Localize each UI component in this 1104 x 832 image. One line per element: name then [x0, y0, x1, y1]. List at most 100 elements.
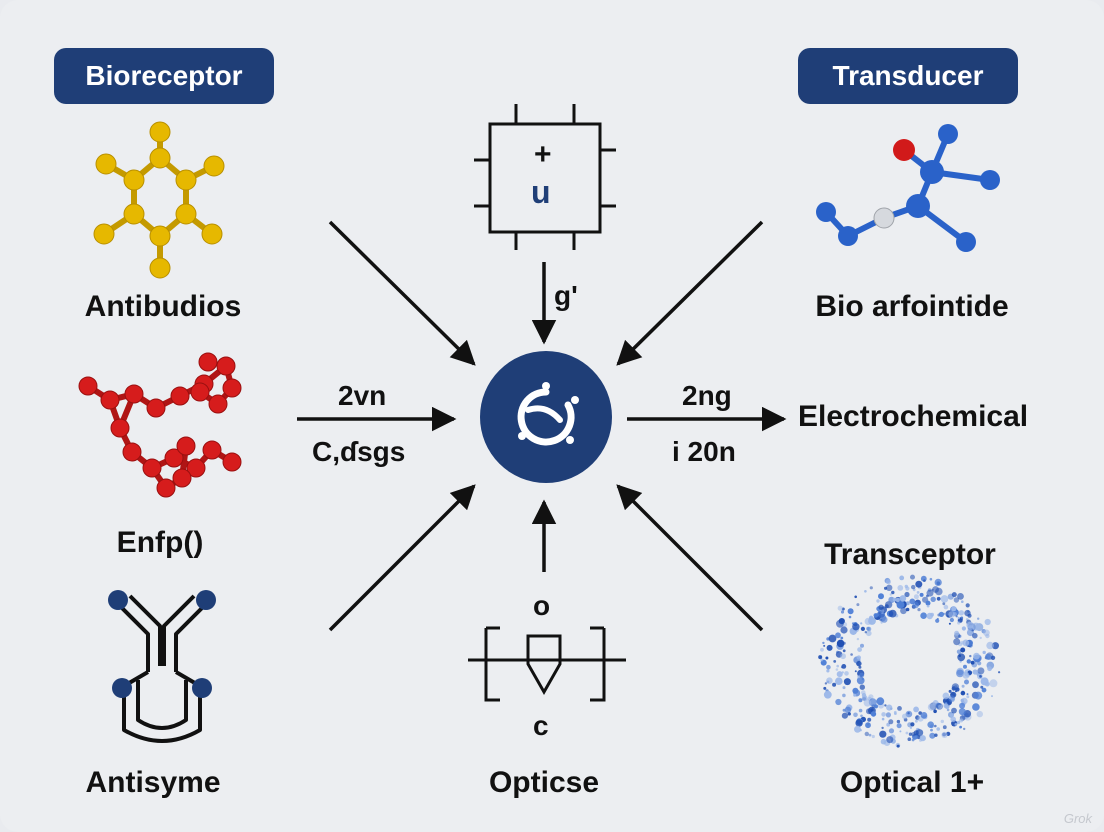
particle-dot	[954, 630, 960, 636]
particle-dot	[964, 609, 971, 617]
particle-dot	[953, 597, 960, 603]
particle-dot	[820, 647, 824, 652]
particle-dot	[896, 600, 905, 609]
left-arrow-label-top: 2vn	[338, 380, 387, 411]
particle-dot	[972, 681, 979, 689]
particle-dot	[899, 595, 907, 602]
particle-dot	[842, 686, 846, 690]
particle-dot	[847, 712, 851, 716]
particle-dot	[900, 607, 907, 615]
left-item-label-1: Antibudios	[84, 290, 242, 323]
particle-dot	[920, 712, 928, 719]
particle-dot	[858, 665, 862, 669]
particle-dot	[955, 690, 957, 693]
particle-dot	[879, 730, 887, 738]
particle-dot	[836, 639, 845, 648]
top-arrow-label: g'	[554, 280, 578, 311]
particle-dot	[908, 732, 913, 736]
particle-dot	[973, 652, 980, 660]
particle-dot	[865, 722, 871, 729]
particle-dot	[824, 682, 828, 685]
particle-dot	[852, 687, 859, 694]
particle-dot	[936, 596, 941, 601]
particle-dot	[983, 629, 990, 637]
particle-dot	[837, 605, 843, 611]
particle-dot	[951, 683, 960, 691]
particle-dot	[854, 595, 857, 599]
particle-dot	[972, 669, 978, 675]
left-arrow-label-bottom: C,ɗsgs	[312, 436, 406, 467]
particle-dot	[854, 670, 857, 673]
particle-dot	[902, 713, 908, 720]
particle-dot	[991, 642, 1000, 650]
particle-dot	[833, 660, 837, 663]
particle-dot	[840, 636, 844, 640]
particle-dot	[852, 623, 860, 631]
particle-dot	[860, 714, 863, 718]
particle-dot	[998, 671, 1001, 674]
particle-dot	[835, 668, 839, 671]
particle-dot	[948, 622, 951, 625]
particle-dot	[953, 638, 961, 646]
particle-dot	[986, 641, 994, 650]
particle-dot	[836, 671, 843, 678]
particle-dot	[942, 725, 947, 730]
particle-dot	[841, 664, 847, 669]
particle-dot	[963, 727, 966, 731]
particle-dot	[880, 621, 883, 624]
particle-dot	[859, 684, 865, 690]
particle-dot	[885, 712, 892, 718]
particle-dot	[844, 706, 852, 714]
particle-dot	[910, 574, 915, 580]
particle-dot	[861, 690, 866, 695]
particle-dot	[896, 744, 900, 748]
particle-dot	[963, 664, 967, 669]
particle-dot	[871, 734, 875, 739]
particle-dot	[823, 690, 832, 699]
particle-dot	[854, 725, 861, 733]
blue-ball-stick-molecule-icon	[816, 124, 1000, 252]
particle-dot	[899, 575, 905, 581]
particle-dot	[888, 728, 895, 734]
particle-dot	[858, 698, 863, 703]
particle-dot	[927, 721, 934, 728]
red-chain-molecule-icon	[78, 352, 242, 498]
particle-dot	[905, 586, 910, 591]
particle-dot	[911, 584, 916, 590]
center-hub-icon	[480, 351, 612, 483]
particle-dot	[896, 719, 901, 724]
particle-dot	[910, 722, 915, 727]
particle-dot	[960, 616, 964, 619]
particle-dot	[881, 726, 884, 730]
particle-dot	[915, 719, 918, 723]
particle-dot	[836, 664, 839, 668]
right-item-label-3: Optical 1+	[839, 766, 985, 799]
arrow-top-right	[616, 220, 764, 366]
particle-dot	[936, 617, 939, 620]
particle-dot	[876, 697, 885, 706]
yellow-hexagon-molecule-icon	[93, 121, 225, 279]
particle-dot	[843, 678, 851, 686]
particle-dot	[881, 717, 885, 721]
particle-dot	[905, 601, 910, 606]
particle-dot	[884, 704, 887, 707]
particle-dot	[895, 597, 900, 603]
particle-dot	[933, 709, 937, 714]
particle-dot	[878, 604, 884, 610]
particle-dot	[889, 593, 892, 596]
particle-dot	[860, 622, 863, 625]
bottom-item-label: Opticse	[488, 766, 600, 799]
particle-dot	[823, 686, 827, 690]
particle-dot	[864, 731, 869, 737]
particle-dot	[881, 712, 886, 717]
particle-dot	[842, 693, 846, 698]
particle-dot	[927, 703, 936, 711]
particle-dot	[840, 653, 846, 660]
bottom-icon-o: o	[533, 590, 551, 621]
particle-dot	[913, 594, 919, 600]
particle-dot	[976, 710, 983, 718]
particle-dot	[979, 636, 982, 640]
particle-dot	[935, 587, 943, 596]
